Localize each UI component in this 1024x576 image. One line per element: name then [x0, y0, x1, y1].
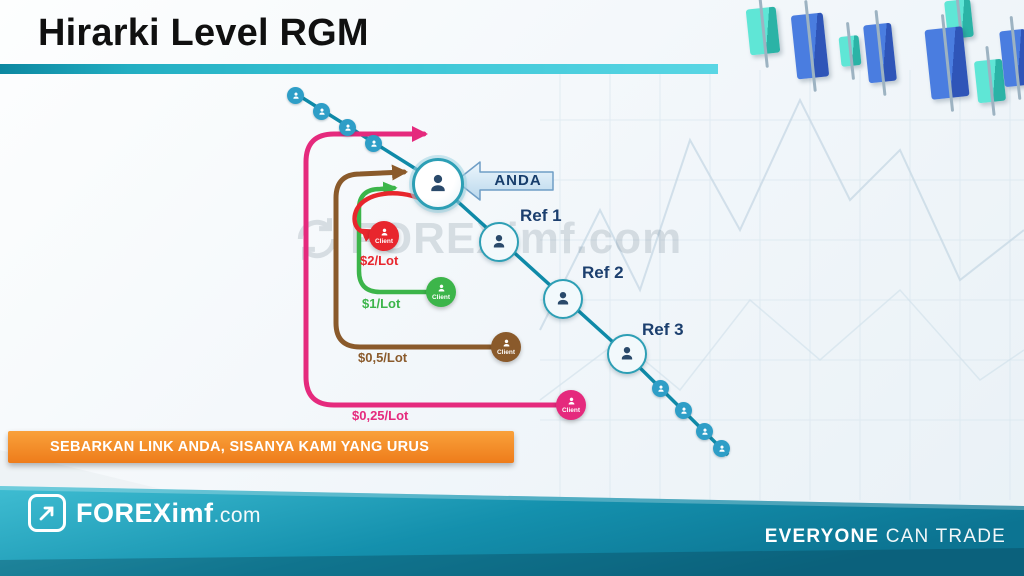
arrow-up-right-icon [39, 506, 54, 521]
person-icon [656, 384, 666, 394]
avatar-ref-1 [479, 222, 519, 262]
brand-arrow-icon [28, 494, 66, 532]
person-icon [566, 396, 577, 407]
client-label: Client [496, 349, 516, 356]
brand-imf: imf [171, 497, 214, 528]
client-label: Client [561, 407, 581, 414]
person-icon [553, 289, 573, 309]
chain-user-icon [675, 402, 692, 419]
chain-user-icon [365, 135, 382, 152]
commission-loop-level-4 [303, 125, 559, 408]
referral-chain-line [289, 88, 730, 457]
client-label: Client [431, 294, 451, 301]
tagline-rest: CAN TRADE [879, 526, 1006, 547]
client-badge-level-1: Client [369, 221, 399, 251]
banner: SEBARKAN LINK ANDA, SISANYA KAMI YANG UR… [8, 431, 514, 463]
commission-loop-level-3 [333, 164, 495, 350]
person-icon [317, 107, 327, 117]
person-icon [425, 171, 451, 197]
person-icon [379, 227, 390, 238]
person-icon [717, 444, 727, 454]
person-icon [679, 406, 689, 416]
chain-user-icon [287, 87, 304, 104]
chain-user-icon [713, 440, 730, 457]
client-label: Client [374, 238, 394, 245]
person-icon [489, 232, 509, 252]
rate-label-level-3: $0,5/Lot [358, 350, 408, 365]
commission-loop-level-2 [356, 181, 430, 295]
rate-label-level-4: $0,25/Lot [352, 408, 409, 423]
person-icon [617, 344, 637, 364]
avatar-ref-3 [607, 334, 647, 374]
person-icon [369, 139, 379, 149]
brand-logo: FOREXimf.com [28, 494, 261, 532]
brand-text: FOREXimf.com [76, 498, 261, 529]
rate-label-level-2: $1/Lot [362, 296, 401, 311]
anda-callout-label: ANDA [494, 172, 542, 189]
person-icon [501, 338, 512, 349]
chain-user-icon [652, 380, 669, 397]
ref-1-label: Ref 1 [520, 206, 562, 225]
person-icon [436, 283, 447, 294]
person-icon [343, 123, 353, 133]
rate-label-level-1: $2/Lot [360, 253, 399, 268]
page-title: Hirarki Level RGM [38, 12, 369, 54]
chain-user-icon [339, 119, 356, 136]
client-badge-level-2: Client [426, 277, 456, 307]
title-underline [0, 64, 718, 74]
person-icon [700, 427, 710, 437]
tagline-bold: EVERYONE [764, 526, 880, 547]
ref-2-label: Ref 2 [582, 263, 624, 282]
avatar-anda [412, 158, 464, 210]
chain-user-icon [696, 423, 713, 440]
brand-forex: FOREX [76, 497, 172, 528]
person-icon [291, 91, 301, 101]
client-badge-level-4: Client [556, 390, 586, 420]
ref-3-label: Ref 3 [642, 320, 684, 339]
tagline: EVERYONE CAN TRADE [765, 526, 1006, 548]
client-badge-level-3: Client [491, 332, 521, 362]
avatar-ref-2 [543, 279, 583, 319]
chain-user-icon [313, 103, 330, 120]
brand-dotcom: .com [213, 503, 262, 527]
anda-callout-shape [455, 161, 554, 201]
commission-loop-level-1 [352, 191, 424, 242]
